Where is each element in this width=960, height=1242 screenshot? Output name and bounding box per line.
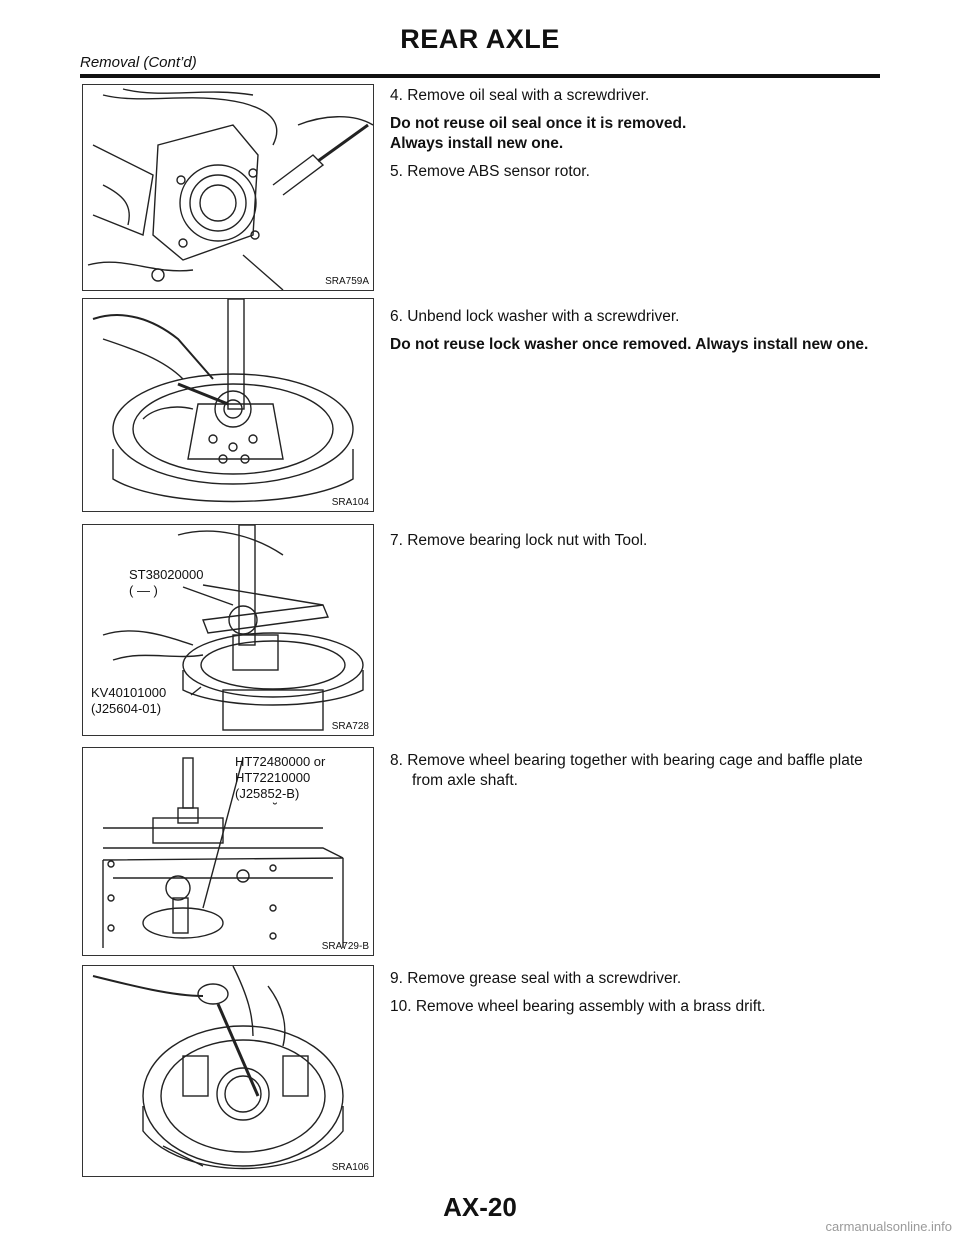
watermark: carmanualsonline.info (825, 1219, 952, 1234)
grease-seal-illustration (92, 966, 344, 1170)
figure-bearing-lock-nut: ST38020000 ( — ) KV40101000 (J25604-01) … (82, 524, 374, 736)
figure-oil-seal-removal: SRA759A (82, 84, 374, 291)
figure-code: SRA728 (331, 721, 369, 732)
figure-lock-washer: SRA104 (82, 298, 374, 512)
tool-number-label: ( — ) (129, 583, 158, 598)
step-9-text: 9. Remove grease seal with a screwdriver… (390, 970, 682, 987)
step-5-text: 5. Remove ABS sensor rotor. (390, 163, 590, 180)
lock-nut-illustration (102, 525, 364, 731)
bearing-press-illustration (102, 757, 344, 948)
page-title: REAR AXLE (400, 24, 560, 54)
step-10-text: 10. Remove wheel bearing assembly with a… (390, 998, 766, 1015)
tool-number-label: ST38020000 (129, 567, 204, 582)
step-4-note-line1: Do not reuse oil seal once it is removed… (390, 115, 687, 132)
tool-number-label: HT72210000 (235, 770, 311, 785)
oil-seal-illustration (87, 88, 373, 290)
tool-number-label: HT72480000 or (235, 754, 326, 769)
figure-wheel-bearing-press: HT72480000 or HT72210000 (J25852-B) ˘ SR… (82, 747, 374, 956)
tool-number-label: (J25852-B) (235, 786, 300, 801)
header-rule (80, 74, 880, 78)
step-7-text: 7. Remove bearing lock nut with Tool. (390, 532, 648, 549)
step-4-note-line2: Always install new one. (390, 135, 564, 152)
step-6-note: Do not reuse lock washer once removed. A… (390, 336, 869, 353)
step-4-text: 4. Remove oil seal with a screwdriver. (390, 87, 650, 104)
step-6-text: 6. Unbend lock washer with a screwdriver… (390, 308, 680, 325)
figure-code: SRA104 (331, 497, 369, 508)
section-subtitle: Removal (Cont’d) (80, 54, 197, 71)
page-number: AX-20 (443, 1192, 517, 1222)
step-9-10: 9. Remove grease seal with a screwdriver… (390, 969, 885, 1017)
tool-number-label: KV40101000 (91, 685, 167, 700)
tool-number-label: (J25604-01) (91, 701, 162, 716)
step-8-text: 8. Remove wheel bearing together with be… (390, 752, 863, 789)
step-4: 4. Remove oil seal with a screwdriver. D… (390, 86, 885, 182)
step-4-note: Do not reuse oil seal once it is removed… (390, 114, 885, 154)
figure-code: SRA759A (325, 276, 369, 287)
step-8: 8. Remove wheel bearing together with be… (390, 751, 885, 791)
step-6: 6. Unbend lock washer with a screwdriver… (390, 307, 885, 355)
step-7: 7. Remove bearing lock nut with Tool. (390, 531, 885, 551)
figure-code: SRA729-B (321, 941, 369, 952)
figure-code: SRA106 (331, 1162, 369, 1173)
tool-number-label: ˘ (273, 800, 278, 815)
lock-washer-illustration (92, 299, 354, 503)
figure-grease-seal: SRA106 (82, 965, 374, 1177)
